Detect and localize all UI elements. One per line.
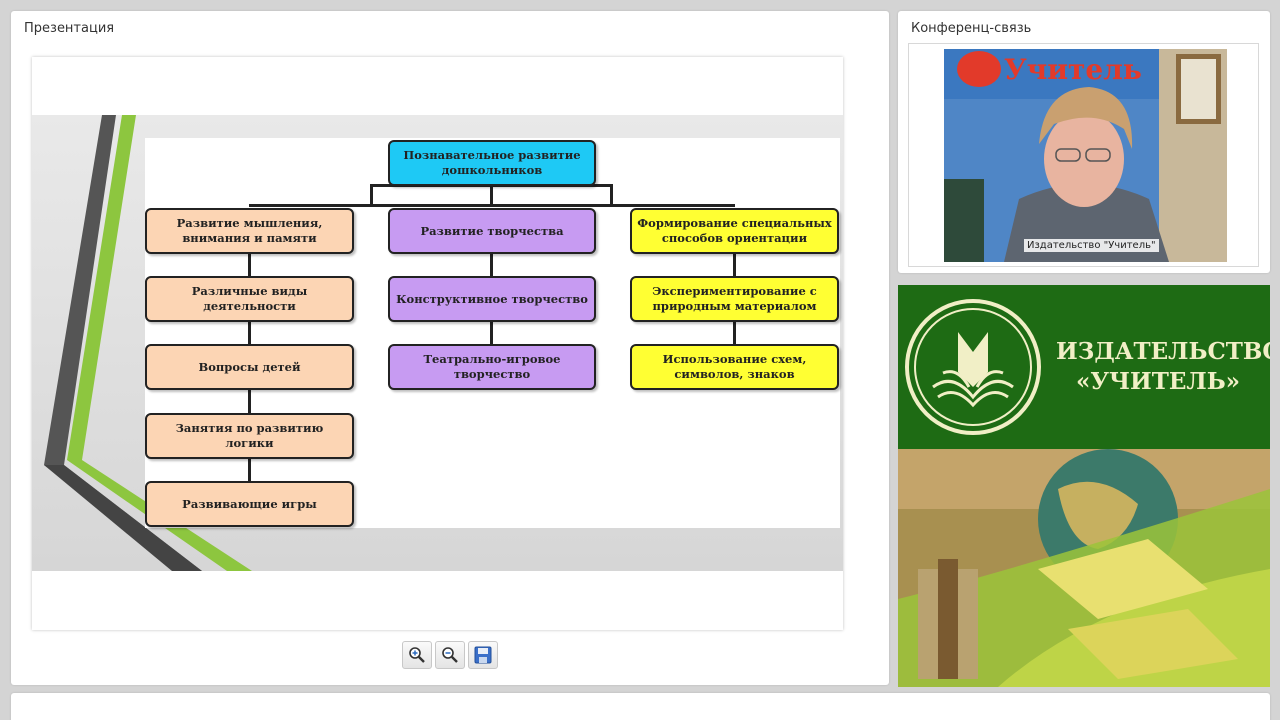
col1-item: Занятия по развитию логики <box>145 413 354 459</box>
col2-item: Театрально-игровое творчество <box>388 344 596 390</box>
publisher-banner: ИЗДАТЕЛЬСТВО «УЧИТЕЛЬ» <box>898 285 1270 687</box>
slide: Познавательное развитие дошкольников Раз… <box>32 115 843 571</box>
publisher-logo-icon <box>905 299 1041 435</box>
col3-header: Формирование специальных способов ориент… <box>630 208 839 254</box>
presentation-panel: Презентация <box>11 11 889 685</box>
slide-viewer[interactable]: Познавательное развитие дошкольников Раз… <box>32 57 843 630</box>
save-icon <box>474 646 492 664</box>
books-globe-illustration <box>898 449 1270 687</box>
col2-item: Конструктивное творчество <box>388 276 596 322</box>
col3-item: Использование схем, символов, знаков <box>630 344 839 390</box>
conference-panel: Конференц-связь Учитель Издательство "Уч… <box>898 11 1270 273</box>
zoom-in-button[interactable] <box>402 641 432 669</box>
publisher-name: ИЗДАТЕЛЬСТВО «УЧИТЕЛЬ» <box>1056 338 1270 395</box>
root-node: Познавательное развитие дошкольников <box>388 140 596 186</box>
org-chart: Познавательное развитие дошкольников Раз… <box>145 138 840 528</box>
participant-video[interactable]: Учитель Издательство "Учитель" <box>944 49 1227 262</box>
zoom-out-icon <box>442 647 458 663</box>
svg-text:Учитель: Учитель <box>1004 53 1142 86</box>
participant-name: Издательство "Учитель" <box>1024 239 1159 252</box>
video-feed: Учитель <box>944 49 1227 262</box>
col1-item: Развивающие игры <box>145 481 354 527</box>
publisher-header: ИЗДАТЕЛЬСТВО «УЧИТЕЛЬ» <box>898 285 1270 449</box>
col1-header: Развитие мышления, внимания и памяти <box>145 208 354 254</box>
bottom-panel <box>11 693 1270 720</box>
books-photo <box>898 449 1270 687</box>
slide-decoration <box>44 115 252 571</box>
col1-item: Вопросы детей <box>145 344 354 390</box>
save-button[interactable] <box>468 641 498 669</box>
presentation-title: Презентация <box>24 21 115 36</box>
conference-title: Конференц-связь <box>911 21 1032 36</box>
zoom-in-icon <box>409 647 425 663</box>
col1-item: Различные виды деятельности <box>145 276 354 322</box>
col2-header: Развитие творчества <box>388 208 596 254</box>
zoom-out-button[interactable] <box>435 641 465 669</box>
col3-item: Экспериментирование с природным материал… <box>630 276 839 322</box>
